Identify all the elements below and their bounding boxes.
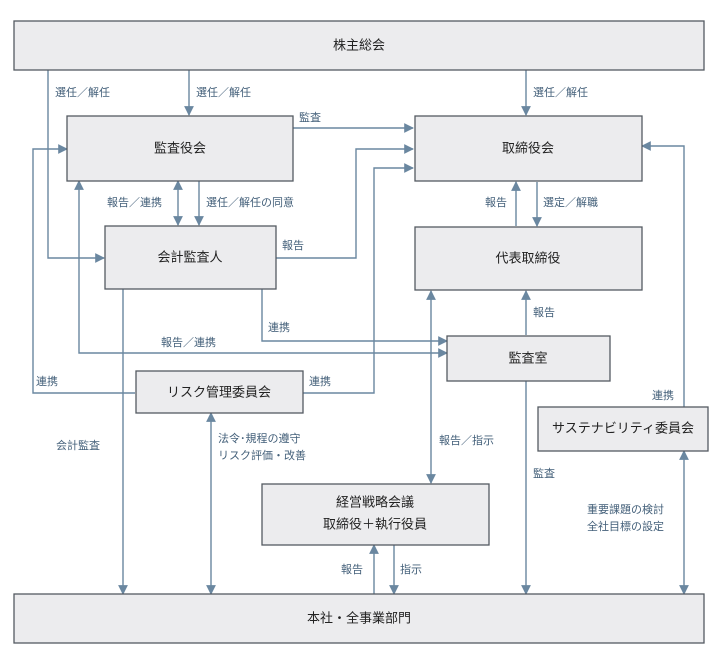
head-office-label: 本社・全事業部門: [307, 611, 411, 627]
label-elect-dismiss-board: 選任／解任: [533, 85, 588, 99]
label-report-collab-audit-office: 報告／連携: [161, 335, 216, 349]
label-elect-dismiss-left: 選任／解任: [55, 85, 110, 99]
label-collab-sustainability: 連携: [652, 388, 674, 402]
connectors: [32, 70, 689, 595]
arrow-audit-board-audit-office: [74, 180, 448, 358]
label-accounting-audit: 会計監査: [56, 438, 100, 452]
arrow-sustainability-to-board: [641, 141, 685, 407]
sustainability-committee-box: サステナビリティ委員会: [537, 406, 709, 452]
label-issues-1: 重要課題の検討: [587, 502, 664, 516]
board-label: 取締役会: [502, 141, 554, 157]
label-compliance-1: 法令･規程の遵守: [218, 431, 301, 445]
label-report-instruct: 報告／指示: [439, 433, 494, 447]
risk-committee-box: リスク管理委員会: [135, 370, 304, 414]
shareholders-box: 株主総会: [13, 20, 705, 71]
label-compliance-2: リスク評価・改善: [218, 448, 306, 462]
head-office-box: 本社・全事業部門: [13, 593, 705, 644]
label-report-audit-office: 報告: [533, 306, 555, 319]
audit-board-label: 監査役会: [154, 141, 206, 157]
management-meeting-box: 経営戦略会議 取締役＋執行役員: [261, 483, 490, 546]
board-box: 取締役会: [414, 115, 643, 182]
label-collab-risk-right: 連携: [309, 374, 331, 388]
representative-label: 代表取締役: [495, 251, 560, 267]
management-meeting-label-2: 取締役＋執行役員: [323, 517, 427, 533]
label-instruct: 指示: [400, 562, 422, 576]
label-report-accounting-auditor: 報告: [282, 239, 304, 252]
sustainability-committee-label: サステナビリティ委員会: [552, 422, 694, 437]
label-audit-right: 監査: [533, 466, 555, 480]
audit-office-label: 監査室: [508, 351, 547, 367]
accounting-auditor-label: 会計監査人: [157, 250, 222, 266]
label-report-representative: 報告: [485, 196, 507, 209]
label-collab-risk-left: 連携: [36, 374, 58, 388]
arrow-risk-committee-to-audit-board: [32, 144, 135, 394]
accounting-auditor-box: 会計監査人: [104, 225, 277, 290]
label-consent: 選任／解任の同意: [206, 195, 294, 209]
arrow-risk-committee-to-board: [303, 163, 414, 394]
label-select-dismiss: 選定／解職: [543, 195, 598, 209]
audit-board-box: 監査役会: [66, 115, 294, 182]
label-report-collab-audit-board: 報告／連携: [107, 195, 162, 209]
connector-labels: 選任／解任 選任／解任 選任／解任 監査 報告／連携 選任／解任の同意 報告 報…: [36, 85, 674, 576]
label-report-head-office: 報告: [341, 563, 363, 576]
audit-office-box: 監査室: [446, 335, 611, 382]
shareholders-label: 株主総会: [333, 39, 385, 54]
representative-box: 代表取締役: [414, 226, 643, 291]
label-issues-2: 全社目標の設定: [587, 519, 664, 533]
label-elect-dismiss-audit-board: 選任／解任: [196, 85, 251, 99]
risk-committee-label: リスク管理委員会: [167, 386, 271, 401]
label-collab-accounting-auditor: 連携: [268, 320, 290, 334]
label-audit-top: 監査: [299, 110, 321, 124]
management-meeting-label-1: 経営戦略会議: [336, 495, 414, 511]
